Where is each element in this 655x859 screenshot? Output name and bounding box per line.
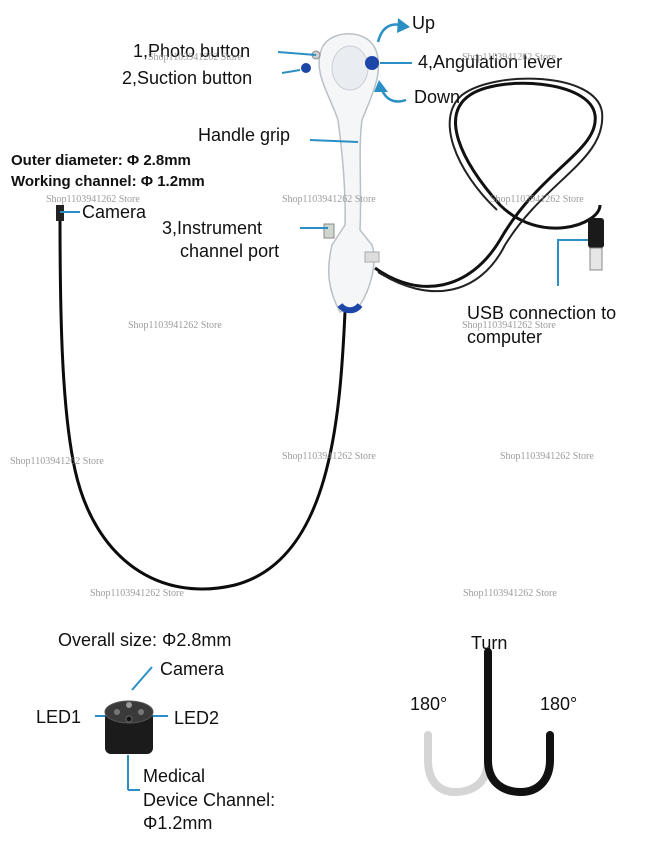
up-label: Up — [412, 13, 436, 33]
angulation-lever-label: 4,Angulation lever — [418, 52, 563, 72]
usb-label-2: computer — [467, 327, 543, 347]
watermark: Shop1103941262 Store — [500, 451, 594, 462]
watermark: Shop1103941262 Store — [463, 588, 557, 599]
angulation-knob — [365, 56, 379, 70]
watermark: Shop1103941262 Store — [490, 194, 584, 205]
overall-size-label: Overall size: Φ2.8mm — [58, 630, 232, 650]
channel-label-3: Φ1.2mm — [143, 813, 213, 833]
led1-dot — [114, 709, 120, 715]
usb-label-1: USB connection to — [467, 303, 617, 323]
watermark: Shop1103941262 Store — [282, 451, 376, 462]
led1-label: LED1 — [36, 707, 82, 727]
photo-button-label: 1,Photo button — [133, 41, 251, 61]
channel-label-2: Device Channel: — [143, 790, 276, 810]
suction-button-label: 2,Suction button — [122, 68, 253, 88]
channel-hole — [125, 715, 133, 723]
angle-right-label: 180° — [540, 694, 578, 714]
usb-cable — [374, 81, 602, 288]
camera-top-label: Camera — [82, 202, 147, 222]
instrument-port-label-1: 3,Instrument — [162, 218, 263, 238]
watermark: Shop1103941262 Store — [46, 194, 140, 205]
handle-grip-label: Handle grip — [198, 125, 291, 145]
watermark: Shop1103941262 Store — [148, 52, 242, 63]
channel-label-1: Medical — [143, 766, 206, 786]
instrument-port — [323, 223, 335, 239]
insertion-tube — [58, 214, 347, 591]
handle — [318, 33, 380, 314]
watermark: Shop1103941262 Store — [128, 320, 222, 331]
watermark: Shop1103941262 Store — [90, 588, 184, 599]
watermark: Shop1103941262 Store — [462, 52, 556, 63]
watermark: Shop1103941262 Store — [462, 320, 556, 331]
usb-connector — [588, 218, 604, 271]
angle-left-label: 180° — [410, 694, 448, 714]
instrument-port-label-2: channel port — [180, 241, 280, 261]
turn-label: Turn — [471, 633, 508, 653]
watermark: Shop1103941262 Store — [10, 456, 104, 467]
camera-tip-closeup — [104, 700, 154, 754]
working-channel-spec: Working channel: Φ 1.2mm — [11, 173, 205, 190]
down-label: Down — [414, 87, 461, 107]
led2-dot — [138, 709, 144, 715]
turn-illustration — [424, 648, 554, 797]
suction-knob — [301, 63, 311, 73]
camera-lens — [126, 702, 132, 708]
outer-diameter-spec: Outer diameter: Φ 2.8mm — [11, 152, 191, 169]
led2-label: LED2 — [174, 708, 220, 728]
camera-tip-label: Camera — [160, 659, 225, 679]
watermark: Shop1103941262 Store — [282, 194, 376, 205]
